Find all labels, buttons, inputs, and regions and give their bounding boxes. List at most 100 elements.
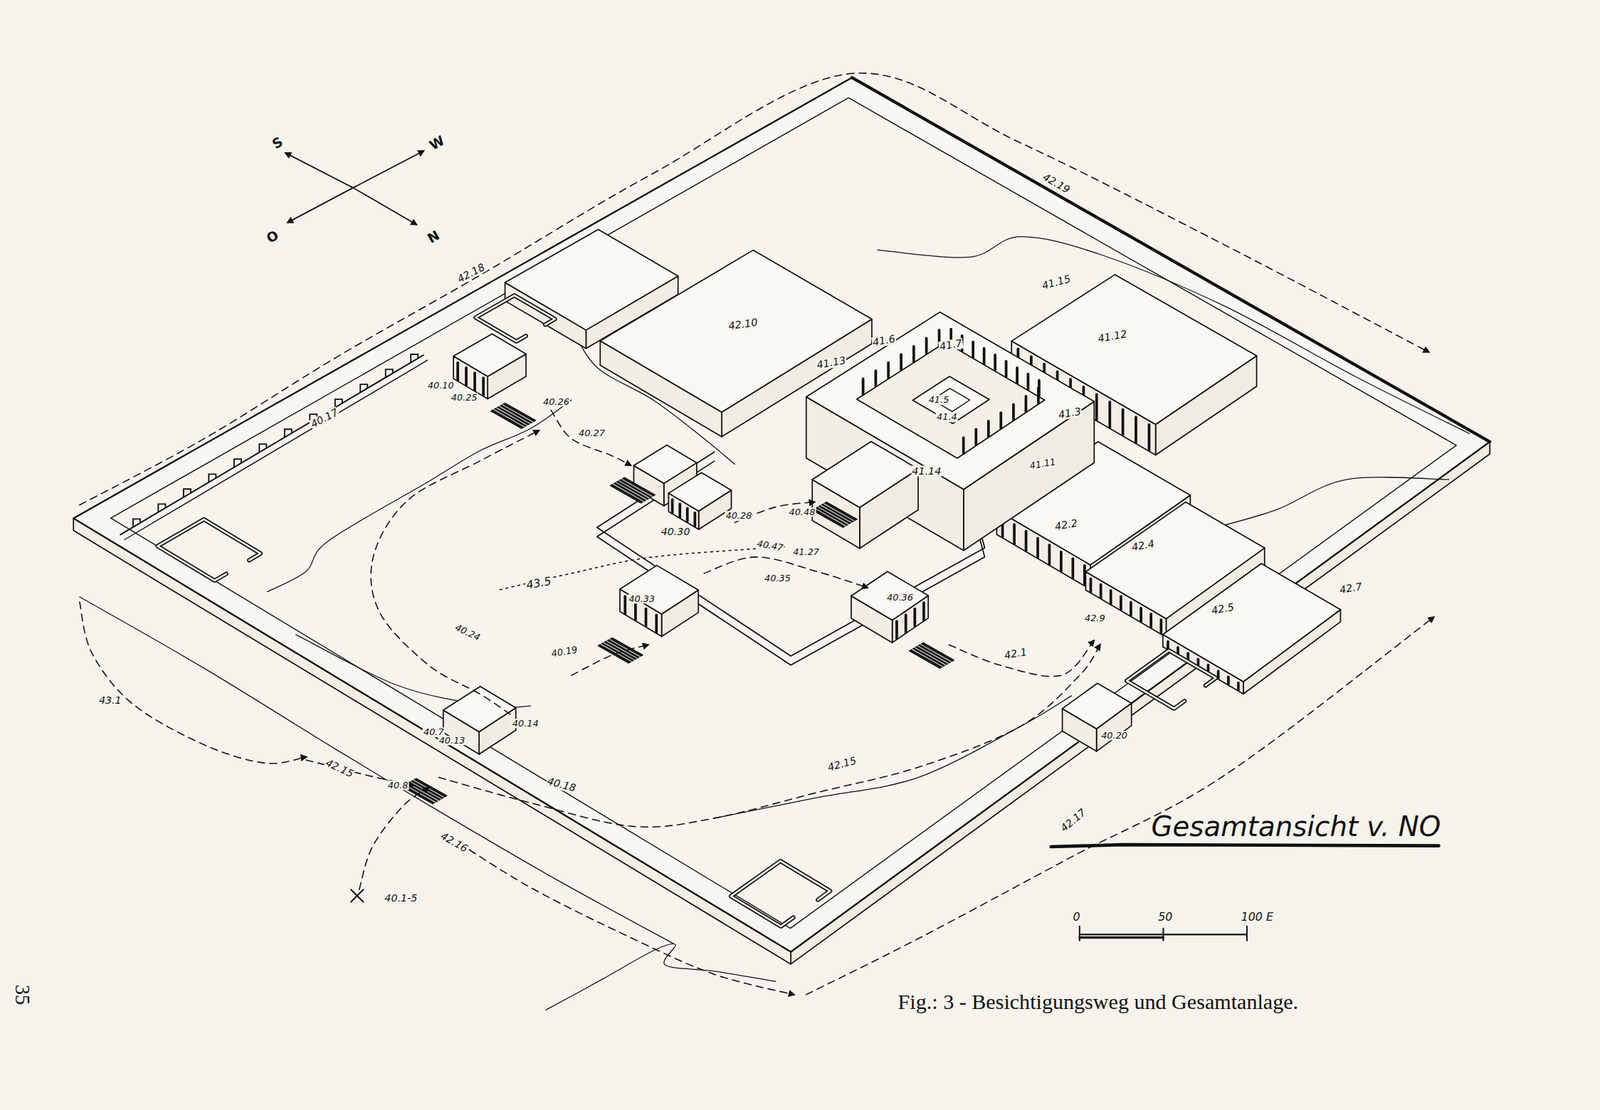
sanctuary xyxy=(912,376,990,424)
stair-hatch xyxy=(812,501,857,528)
callout-number: 42.18 xyxy=(455,261,488,285)
colonnade xyxy=(1004,361,1008,378)
temple-entrance xyxy=(812,441,919,508)
title-underline xyxy=(1051,844,1440,847)
colonnade xyxy=(1129,602,1133,616)
callout-number: 41.15 xyxy=(1039,273,1072,292)
back-wall xyxy=(851,77,1490,442)
column xyxy=(671,499,675,514)
compass-arrow xyxy=(285,153,354,188)
colonnade xyxy=(912,346,916,363)
colonnade xyxy=(974,429,978,445)
callout-number: 43.5 xyxy=(524,575,554,593)
callout-number: 41.11 xyxy=(1028,456,1058,472)
wall-enclosure xyxy=(157,519,261,581)
stair-step xyxy=(820,505,852,523)
callout-number: 42.10 xyxy=(726,316,759,332)
stair-step xyxy=(413,780,445,798)
callout-number: 41.14 xyxy=(911,466,942,477)
callout-number: 40.10 xyxy=(427,380,455,391)
colonnade xyxy=(993,355,997,371)
callout-number: 40.28 xyxy=(725,511,754,522)
colonnade xyxy=(1099,585,1103,599)
stair-step xyxy=(814,508,846,526)
colonnade xyxy=(1024,531,1028,551)
colonnade xyxy=(899,354,903,371)
column xyxy=(922,602,926,620)
route-dashed xyxy=(550,409,631,465)
wall-enclosure xyxy=(730,861,830,927)
colonnade xyxy=(987,421,991,438)
callout-number: 42.2 xyxy=(1053,518,1080,534)
colonnade xyxy=(1037,387,1040,404)
callout-number: 42.15 xyxy=(825,755,858,774)
callout-number: 40.27 xyxy=(577,429,606,440)
wall-enclosure xyxy=(1126,650,1216,709)
colonnade xyxy=(1108,402,1112,428)
callout-number: 40.30 xyxy=(660,525,692,537)
crenel xyxy=(259,444,267,452)
crenel xyxy=(183,488,191,497)
colonnade xyxy=(1119,596,1123,610)
wall-enclosure xyxy=(1126,650,1216,709)
callout-number: 42.19 xyxy=(1040,171,1073,196)
callout-number: 41.5 xyxy=(928,395,951,405)
callout-number: 41.7 xyxy=(938,337,964,353)
colonnade xyxy=(1134,417,1138,443)
callout-number: 40.35 xyxy=(763,573,792,584)
terrain-line xyxy=(545,943,776,1010)
page-number: 35 xyxy=(11,983,33,1006)
stair-step xyxy=(817,506,849,524)
stair-step xyxy=(823,503,855,521)
crenel xyxy=(133,518,141,527)
colonnade xyxy=(1083,565,1087,586)
callout-number: 40.26 xyxy=(542,397,571,408)
route-dashed xyxy=(79,602,307,764)
stair-step xyxy=(407,783,439,801)
compass-letter: N xyxy=(424,227,443,247)
colonnade xyxy=(1059,552,1063,572)
column xyxy=(904,614,908,633)
compass-arrow xyxy=(353,187,417,225)
start-mark xyxy=(350,889,363,902)
callout-number: 40.14 xyxy=(511,718,540,729)
colonnade xyxy=(1015,367,1019,384)
column xyxy=(464,367,468,386)
callout-number: 40.8 xyxy=(387,780,410,791)
crenel xyxy=(385,369,393,378)
callout-number: 40.36 xyxy=(886,592,914,603)
start-mark xyxy=(350,889,363,902)
stair-hatch xyxy=(597,637,643,664)
callout-number: 40.18 xyxy=(545,775,578,795)
colonnade xyxy=(999,412,1003,429)
route-dashed xyxy=(948,640,1094,677)
column xyxy=(686,508,689,522)
temple-court xyxy=(856,342,1045,459)
callout-number: 40.48 xyxy=(787,507,816,518)
colonnade xyxy=(1027,374,1030,391)
colonnade xyxy=(861,378,865,395)
colonnade xyxy=(1071,558,1075,578)
crenel xyxy=(234,459,242,467)
figure-caption: Fig.: 3 - Besichtigungsweg und Gesamtanl… xyxy=(898,989,1299,1015)
crenel xyxy=(335,399,343,408)
colonnade xyxy=(925,338,929,354)
callout-number: 42.7 xyxy=(1338,581,1364,597)
stair-step xyxy=(600,644,632,662)
column xyxy=(693,513,697,527)
colonnade xyxy=(1121,409,1125,436)
callout-number: 40.47 xyxy=(755,538,786,554)
callout-number: 42.17 xyxy=(1058,806,1089,835)
callout-number: 40.24 xyxy=(452,622,482,644)
callout-number: 41.12 xyxy=(1096,328,1129,345)
crenel xyxy=(284,429,292,438)
callout-number: 42.15 xyxy=(323,757,356,781)
route-dashed xyxy=(359,787,429,890)
colonnade xyxy=(1036,538,1040,558)
colonnade xyxy=(971,342,975,359)
courtyard-edge xyxy=(111,97,1457,929)
colonnade xyxy=(1048,545,1052,565)
compass-letter: O xyxy=(263,227,282,247)
column xyxy=(644,609,648,627)
